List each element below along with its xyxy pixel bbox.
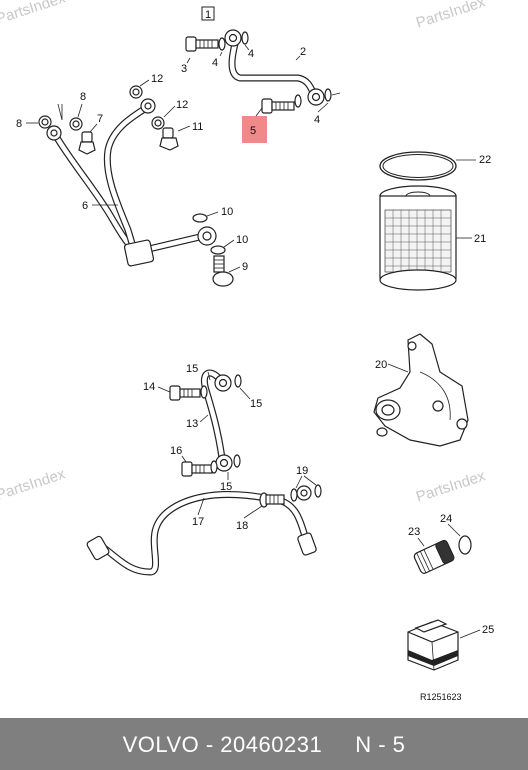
box-label-frame	[201, 6, 215, 21]
pipe-6-assembly	[38, 85, 234, 287]
washer	[294, 94, 302, 108]
washer-15	[234, 374, 242, 388]
washer-15	[200, 385, 208, 399]
washer-10	[210, 245, 226, 255]
callout-5-highlighted: 5	[250, 125, 256, 137]
callout-8: 8	[80, 91, 86, 103]
callout-11: 11	[192, 121, 203, 133]
callout-18: 18	[236, 520, 248, 532]
box-label: 1	[205, 9, 211, 21]
bolt-14	[169, 385, 181, 401]
callout-13: 13	[186, 418, 198, 430]
package-25	[407, 619, 459, 671]
fuel-pipe-17	[100, 491, 310, 576]
filter-housing-20	[373, 333, 469, 447]
washer-15	[210, 460, 218, 474]
pipe-connector	[86, 535, 110, 561]
diagram-svg: PartsIndex PartsIndex PartsIndex PartsIn…	[0, 0, 494, 702]
washer-19	[314, 484, 322, 498]
callout-25: 25	[482, 624, 494, 636]
callout-3: 3	[181, 63, 187, 75]
o-ring-22	[379, 151, 457, 181]
part-number-text: VOLVO - 20460231 N - 5	[122, 732, 406, 757]
callout-23: 23	[408, 526, 420, 538]
callout-4: 4	[248, 48, 254, 60]
callout-16: 16	[170, 445, 182, 457]
bolt-7	[81, 131, 93, 143]
callout-6: 6	[82, 200, 88, 212]
bolt-16	[181, 461, 193, 477]
pipe-junction	[123, 239, 155, 267]
pipe-connector	[297, 532, 317, 556]
parts-diagram: PartsIndex PartsIndex PartsIndex PartsIn…	[0, 0, 494, 702]
fuel-filter-21	[379, 185, 457, 291]
bolt-11	[162, 127, 174, 139]
callout-15: 15	[250, 398, 262, 410]
callout-19: 19	[296, 465, 308, 477]
watermark: PartsIndex	[414, 467, 488, 505]
callout-8: 8	[16, 118, 22, 130]
bolt-5	[261, 98, 273, 114]
pipe-2-assembly	[185, 29, 332, 114]
callout-21: 21	[474, 233, 486, 245]
callout-2: 2	[300, 46, 306, 58]
callout-24: 24	[440, 513, 452, 525]
callout-7: 7	[97, 113, 103, 125]
callout-22: 22	[479, 154, 491, 166]
callout-9: 9	[242, 261, 248, 273]
reference-code: R1251623	[420, 692, 462, 702]
washer	[218, 37, 226, 51]
callout-15: 15	[220, 481, 232, 493]
bolt-3	[185, 36, 197, 52]
callout-20: 20	[375, 359, 387, 371]
washer	[324, 88, 332, 102]
callout-12: 12	[151, 73, 163, 85]
sensor-23	[413, 539, 455, 574]
watermark: PartsIndex	[414, 0, 488, 32]
callout-4: 4	[314, 114, 320, 126]
callout-10: 10	[221, 206, 233, 218]
callout-15: 15	[186, 363, 198, 375]
footer-bar: VOLVO - 20460231 N - 5	[0, 718, 528, 770]
seal-ring-24	[458, 535, 472, 555]
watermark: PartsIndex	[0, 0, 68, 28]
pipe-13-17-assembly	[86, 369, 322, 576]
callout-10: 10	[236, 234, 248, 246]
watermark: PartsIndex	[0, 465, 68, 503]
callout-4: 4	[212, 57, 218, 69]
highlight-box	[242, 116, 267, 143]
callout-14: 14	[143, 381, 155, 393]
washer-15	[233, 454, 241, 468]
washer-10	[192, 213, 208, 223]
callout-17: 17	[192, 516, 204, 528]
washer-19	[290, 488, 298, 502]
callout-12: 12	[176, 99, 188, 111]
washer	[241, 31, 249, 45]
